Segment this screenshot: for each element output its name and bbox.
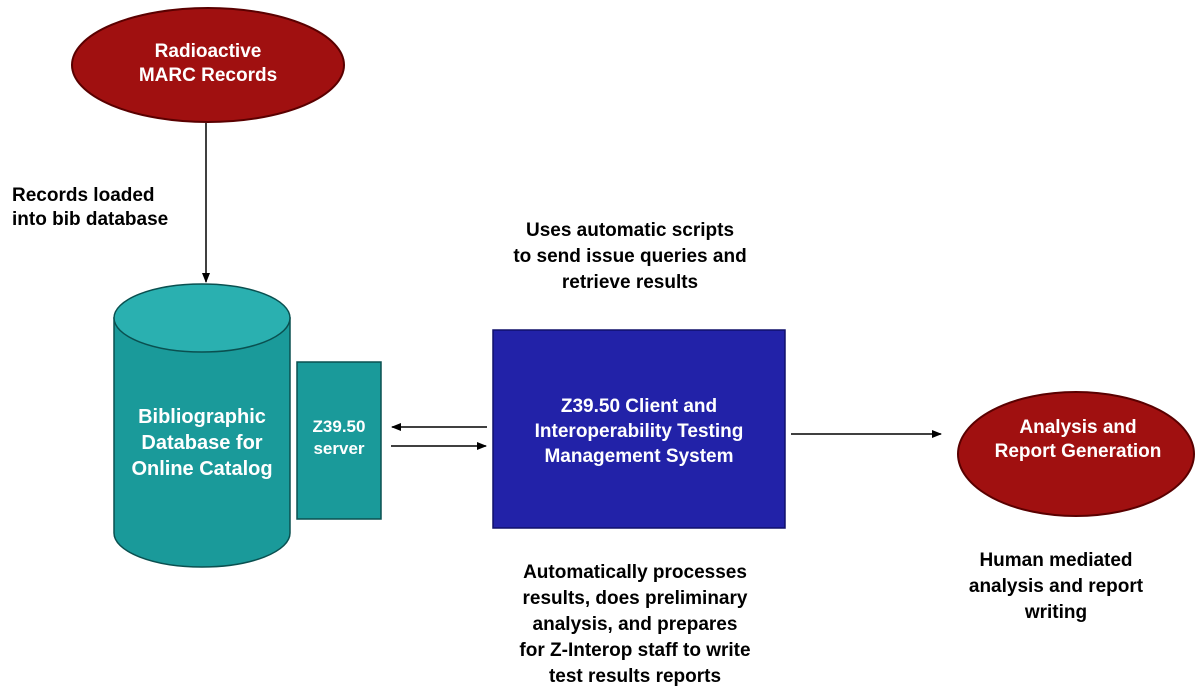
processing-annotation-line-1: Automatically processes <box>523 562 747 583</box>
database-label: Bibliographic Database for Online Catalo… <box>109 404 295 482</box>
load-annotation-line-2: into bib database <box>12 209 169 230</box>
scripts-annotation-line-1: Uses automatic scripts <box>525 220 735 241</box>
load-annotation: Records loaded into bib database <box>12 184 252 232</box>
processing-annotation-line-3: analysis, and prepares <box>532 614 738 635</box>
load-annotation-line-1: Records loaded <box>12 185 155 206</box>
server-label-line-1: Z39.50 <box>312 417 366 436</box>
database-label-line-2: Database for <box>141 432 263 454</box>
system-box <box>492 329 786 529</box>
database-cylinder-top <box>113 283 291 353</box>
database-cylinder <box>113 283 291 568</box>
human-annotation-line-3: writing <box>1024 602 1088 623</box>
system-label-line-2: Interoperability Testing <box>534 421 744 442</box>
processing-annotation: Automatically processes results, does pr… <box>470 560 800 690</box>
processing-annotation-line-2: results, does preliminary <box>522 588 748 609</box>
scripts-annotation: Uses automatic scripts to send issue que… <box>460 218 800 296</box>
processing-annotation-line-5: test results reports <box>548 666 722 687</box>
system-label-line-1: Z39.50 Client and <box>560 396 718 417</box>
output-label-line-1: Analysis and <box>1019 417 1137 438</box>
system-label-line-3: Management System <box>544 446 734 467</box>
source-label: Radioactive MARC Records <box>88 40 328 88</box>
scripts-annotation-line-2: to send issue queries and <box>513 246 747 267</box>
processing-annotation-line-4: for Z-Interop staff to write <box>519 640 751 661</box>
database-label-line-1: Bibliographic <box>138 406 266 428</box>
human-annotation-line-1: Human mediated <box>979 550 1133 571</box>
source-label-line-1: Radioactive <box>154 41 262 62</box>
server-box <box>296 361 382 520</box>
database-label-line-3: Online Catalog <box>131 458 273 480</box>
output-oval <box>957 391 1195 517</box>
database-cylinder-body <box>113 317 291 568</box>
server-label-line-2: server <box>313 439 365 458</box>
human-annotation-line-2: analysis and report <box>968 576 1144 597</box>
output-label: Analysis and Report Generation <box>966 416 1190 464</box>
human-annotation: Human mediated analysis and report writi… <box>936 548 1176 626</box>
source-oval <box>71 7 345 123</box>
scripts-annotation-line-3: retrieve results <box>561 272 699 293</box>
system-label: Z39.50 Client and Interoperability Testi… <box>493 394 785 469</box>
output-label-line-2: Report Generation <box>994 441 1162 462</box>
source-label-line-2: MARC Records <box>138 65 278 86</box>
server-label: Z39.50 server <box>297 416 381 460</box>
